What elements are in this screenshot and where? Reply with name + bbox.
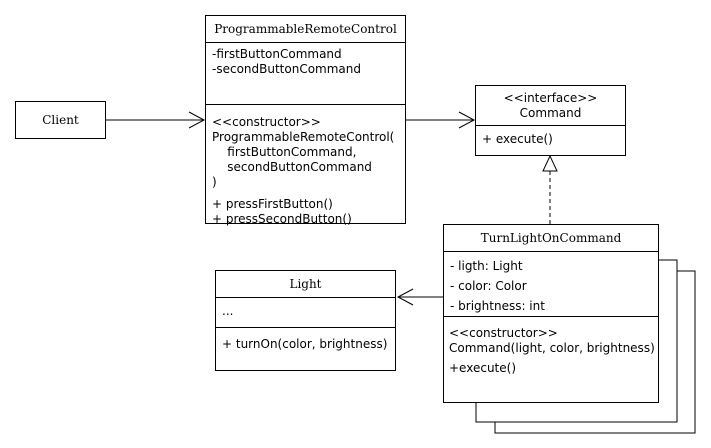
light-method: + turnOn(color, brightness): [222, 337, 388, 351]
turn-light-on-ctor-stereotype: <<constructor>>: [449, 326, 558, 340]
command-interface: <<interface>> Command + execute(): [475, 85, 626, 156]
command-to-light-arrowhead: [396, 288, 414, 306]
remote-field: -firstButtonCommand: [212, 47, 342, 61]
command-name: Command: [519, 106, 582, 120]
remote-ctor-line: firstButtonCommand,: [212, 145, 357, 159]
turn-light-on-command-class: TurnLightOnCommand - ligth: Light - colo…: [443, 224, 659, 403]
light-class: Light ... + turnOn(color, brightness): [215, 270, 396, 371]
remote-ctor-line: ProgrammableRemoteControl(: [212, 130, 395, 144]
turn-light-on-field: - brightness: int: [450, 299, 545, 313]
turn-light-on-name: TurnLightOnCommand: [480, 231, 622, 245]
light-methods-section: + turnOn(color, brightness): [216, 328, 395, 352]
remote-ctor-line: secondButtonCommand: [212, 160, 372, 174]
turn-light-on-ctor-line: Command(light, color, brightness): [449, 341, 655, 355]
remote-control-name: ProgrammableRemoteControl: [214, 22, 397, 36]
client-to-remote-arrowhead: [188, 111, 206, 129]
light-name-section: Light: [216, 271, 395, 298]
remote-method: + pressFirstButton(): [212, 197, 333, 211]
turn-light-on-fields-section: - ligth: Light - color: Color - brightne…: [444, 252, 658, 317]
turn-light-on-method: +execute(): [449, 361, 516, 375]
turn-light-on-name-section: TurnLightOnCommand: [444, 225, 658, 252]
remote-control-class: ProgrammableRemoteControl -firstButtonCo…: [205, 15, 406, 227]
command-stereotype: <<interface>>: [503, 91, 598, 105]
light-name: Light: [289, 277, 322, 291]
remote-control-fields-section: -firstButtonCommand -secondButtonCommand: [206, 43, 405, 105]
remote-to-command-arrowhead: [458, 111, 476, 129]
command-methods-section: + execute(): [476, 126, 625, 147]
client-class: Client: [15, 101, 106, 139]
remote-ctor-line: ): [212, 175, 217, 189]
remote-control-methods-section: <<constructor>> ProgrammableRemoteContro…: [206, 105, 405, 227]
remote-ctor-stereotype: <<constructor>>: [212, 115, 321, 129]
command-method: + execute(): [482, 132, 553, 146]
turn-light-on-field: - color: Color: [450, 279, 527, 293]
remote-method: + pressSecondButton(): [212, 212, 352, 226]
turn-light-on-field: - ligth: Light: [450, 259, 523, 273]
remote-control-name-section: ProgrammableRemoteControl: [206, 16, 405, 43]
light-fields-section: ...: [216, 298, 395, 328]
light-field: ...: [222, 304, 234, 318]
turn-light-on-methods-section: <<constructor>> Command(light, color, br…: [444, 317, 658, 376]
client-class-name: Client: [42, 112, 79, 127]
command-name-section: <<interface>> Command: [476, 86, 625, 126]
realization-triangle: [542, 154, 558, 172]
remote-field: -secondButtonCommand: [212, 62, 361, 76]
